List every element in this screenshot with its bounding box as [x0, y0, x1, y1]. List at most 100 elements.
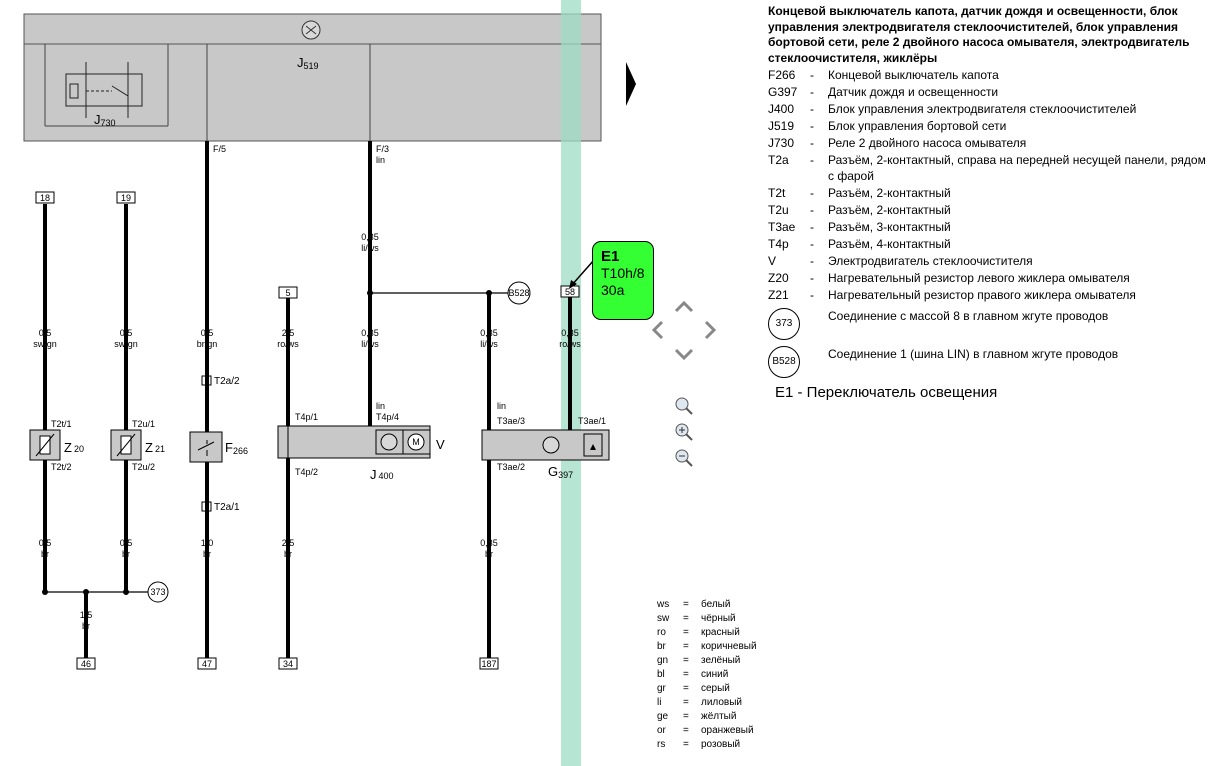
legend-row: V-Электродвигатель стеклоочистителя	[768, 253, 1208, 270]
svg-text:5: 5	[285, 288, 290, 298]
legend-code: Z20	[768, 270, 789, 285]
color-eq: =	[683, 697, 689, 708]
legend-dash: -	[810, 152, 814, 167]
e1-title: E1	[601, 248, 620, 265]
color-code: ge	[657, 711, 669, 722]
wire-size-label: 0,35	[561, 328, 579, 338]
j730-relay	[65, 73, 143, 107]
connector-icon	[201, 501, 212, 512]
terminal-top[interactable]: 5	[278, 286, 298, 299]
wire-color-label: lin	[376, 401, 385, 411]
pan-up-icon[interactable]	[674, 300, 694, 313]
legend-desc: Разъём, 3-контактный	[828, 220, 951, 235]
e1-pin: T10h/8	[601, 265, 645, 281]
legend-dash: -	[810, 101, 814, 116]
wire-color-label: br	[284, 549, 292, 559]
color-eq: =	[683, 739, 689, 750]
legend-desc: Разъём, 2-контактный, справа на передней…	[828, 152, 1206, 184]
f266-label: F266	[225, 440, 248, 456]
color-name: белый	[701, 599, 731, 610]
legend-desc: Концевой выключатель капота	[828, 68, 999, 82]
color-eq: =	[683, 725, 689, 736]
g397-component[interactable]	[481, 429, 610, 461]
legend-row: Z21-Нагревательный резистор правого жикл…	[768, 287, 1208, 304]
color-row: rs=розовый	[657, 738, 757, 752]
legend-dash: -	[810, 68, 814, 82]
color-row: gn=зелёный	[657, 654, 757, 668]
wire-size-label: 0,5	[201, 328, 214, 338]
legend-row: J519-Блок управления бортовой сети	[768, 118, 1208, 135]
terminal-top[interactable]: 18	[35, 191, 55, 204]
e1-note: E1 - Переключатель освещения	[775, 384, 998, 401]
legend-code: T2t	[768, 186, 786, 201]
pin-label: T4p/1	[295, 412, 318, 422]
wire-size-label: 1,5	[80, 610, 93, 620]
wire-size-label: 0,35	[361, 232, 379, 242]
color-row: ro=красный	[657, 626, 757, 640]
color-eq: =	[683, 669, 689, 680]
zoom-icon[interactable]	[675, 397, 693, 415]
pan-left-icon[interactable]	[651, 320, 664, 340]
legend-desc: Блок управления бортовой сети	[828, 118, 1007, 133]
legend-row: G397-Датчик дождя и освещенности	[768, 84, 1208, 101]
legend-desc: Нагревательный резистор правого жиклера …	[828, 287, 1136, 302]
wire-size-label: 0,5	[120, 328, 133, 338]
terminal-bottom[interactable]: 47	[197, 657, 217, 670]
zoom-in-icon[interactable]	[675, 423, 693, 441]
legend-desc: Соединение с массой 8 в главном жгуте пр…	[828, 308, 1109, 323]
play-arrow-icon[interactable]	[626, 62, 636, 106]
legend-row: F266-Концевой выключатель капота	[768, 67, 1208, 84]
legend-code: T3ae	[768, 220, 796, 235]
wire-size-label: 0,35	[361, 328, 379, 338]
zoom-out-icon[interactable]	[675, 449, 693, 467]
g373-splice[interactable]: 373	[147, 581, 169, 603]
wire-color-label: br	[203, 549, 211, 559]
wire-color-label: li/ws	[361, 243, 379, 253]
z20-component[interactable]	[29, 429, 61, 461]
legend-desc: Разъём, 2-контактный	[828, 186, 951, 201]
color-row: or=оранжевый	[657, 724, 757, 738]
e1-callout[interactable]: E1 T10h/8 30a	[592, 241, 654, 320]
svg-text:34: 34	[283, 659, 293, 669]
legend-row: T2u-Разъём, 2-контактный	[768, 202, 1208, 219]
color-code: ro	[657, 627, 666, 638]
svg-text:B528: B528	[508, 288, 529, 298]
terminal-bottom[interactable]: 187	[479, 657, 499, 670]
g397-label: G397	[548, 464, 573, 480]
terminal-bottom[interactable]: 46	[76, 657, 96, 670]
legend-dash: -	[810, 220, 814, 235]
pin-label: T2u/2	[132, 462, 155, 472]
z21-component[interactable]	[110, 429, 142, 461]
terminal-top[interactable]: 19	[116, 191, 136, 204]
color-row: ws=белый	[657, 598, 757, 612]
svg-text:18: 18	[40, 193, 50, 203]
color-name: лиловый	[701, 697, 743, 708]
svg-text:373: 373	[150, 587, 165, 597]
terminal-bottom[interactable]: 34	[278, 657, 298, 670]
fuse-label: F/3	[376, 144, 389, 154]
pan-down-icon[interactable]	[674, 348, 694, 361]
b528-splice[interactable]: B528	[507, 281, 531, 305]
color-name: зелёный	[701, 655, 741, 666]
pin-label: T2a/1	[214, 502, 240, 513]
legend-code: T2a	[768, 152, 789, 167]
legend-desc: Блок управления электродвигателя стеклоо…	[828, 101, 1137, 116]
svg-text:19: 19	[121, 193, 131, 203]
legend-row: T2t -Разъём, 2-контактный	[768, 185, 1208, 202]
f266-component[interactable]	[189, 431, 223, 463]
pan-right-icon[interactable]	[704, 320, 717, 340]
legend-dash: -	[810, 118, 814, 133]
svg-text:46: 46	[81, 659, 91, 669]
legend-code: V	[768, 253, 777, 268]
legend-dash: -	[810, 186, 814, 201]
wire-size-label: 0,35	[480, 538, 498, 548]
wire-color-label: li/ws	[480, 339, 498, 349]
pin-label: T4p/4	[376, 412, 399, 422]
color-eq: =	[683, 613, 689, 624]
legend-dash: -	[810, 287, 814, 302]
j400-component[interactable]: M	[277, 425, 431, 459]
